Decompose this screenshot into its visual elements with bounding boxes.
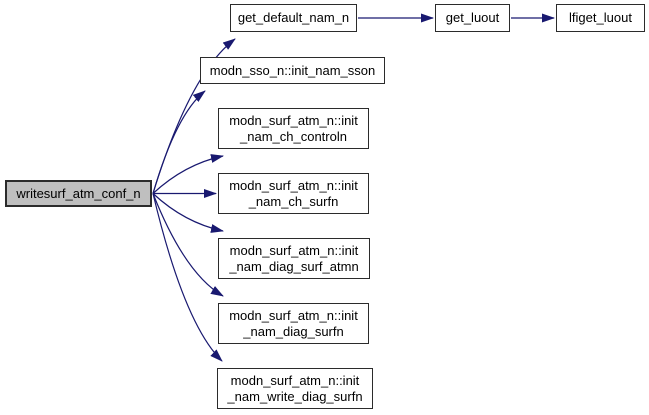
node-lfiget-luout[interactable]: lfiget_luout bbox=[556, 4, 645, 32]
node-init-nam-write-diag-surfn[interactable]: modn_surf_atm_n::init _nam_write_diag_su… bbox=[217, 368, 373, 409]
edge-writesurf-atm-conf-n-to-init-nam-diag-surf-atmn bbox=[152, 193, 224, 233]
edge-writesurf-atm-conf-n-to-init-nam-sson bbox=[152, 90, 206, 194]
edge-writesurf-atm-conf-n-to-init-nam-ch-controln bbox=[152, 154, 224, 194]
node-get-default-nam-n[interactable]: get_default_nam_n bbox=[230, 4, 357, 32]
node-writesurf-atm-conf-n: writesurf_atm_conf_n bbox=[5, 180, 152, 207]
node-init-nam-ch-surfn[interactable]: modn_surf_atm_n::init _nam_ch_surfn bbox=[218, 173, 369, 214]
node-get-luout[interactable]: get_luout bbox=[435, 4, 510, 32]
node-init-nam-sson[interactable]: modn_sso_n::init_nam_sson bbox=[200, 57, 385, 84]
node-init-nam-diag-surfn[interactable]: modn_surf_atm_n::init _nam_diag_surfn bbox=[218, 303, 369, 344]
node-init-nam-ch-controln[interactable]: modn_surf_atm_n::init _nam_ch_controln bbox=[218, 108, 369, 149]
edge-group bbox=[152, 13, 555, 362]
edge-writesurf-atm-conf-n-to-init-nam-write-diag-surfn bbox=[152, 193, 223, 362]
edge-writesurf-atm-conf-n-to-init-nam-diag-surfn bbox=[152, 193, 224, 297]
node-init-nam-diag-surf-atmn[interactable]: modn_surf_atm_n::init _nam_diag_surf_atm… bbox=[218, 238, 370, 279]
